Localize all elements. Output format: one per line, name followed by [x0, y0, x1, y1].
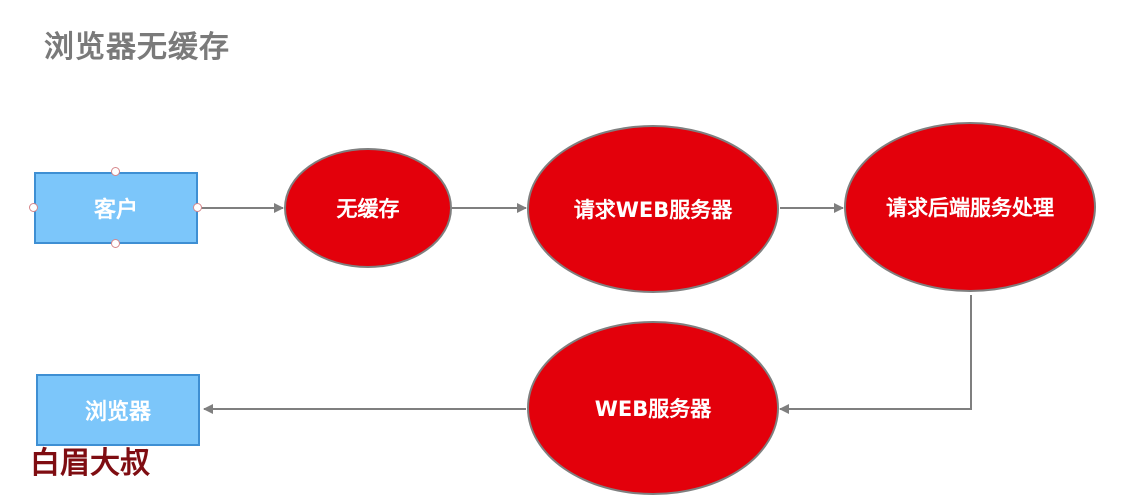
- page-title: 浏览器无缓存: [44, 30, 230, 65]
- request-backend-node: 请求后端服务处理: [844, 122, 1096, 292]
- watermark: 白眉大叔: [30, 446, 150, 481]
- request-backend-node-label: 请求后端服务处理: [886, 196, 1054, 220]
- request-web-server-node: 请求WEB服务器: [527, 125, 779, 293]
- selection-handle[interactable]: [193, 203, 202, 212]
- selection-handle[interactable]: [29, 203, 38, 212]
- client-node: 客户: [34, 172, 198, 244]
- browser-node: 浏览器: [36, 374, 200, 446]
- no-cache-node: 无缓存: [284, 148, 452, 268]
- web-server-node-label: WEB服务器: [594, 397, 712, 421]
- selection-handle[interactable]: [111, 239, 120, 248]
- client-node-label: 客户: [93, 198, 138, 223]
- request-web-server-node-label: 请求WEB服务器: [573, 198, 733, 222]
- selection-handle[interactable]: [111, 167, 120, 176]
- no-cache-node-label: 无缓存: [336, 197, 400, 221]
- browser-node-label: 浏览器: [84, 400, 151, 425]
- web-server-node: WEB服务器: [527, 321, 779, 495]
- arrow-backend-to-web-server: [779, 295, 972, 414]
